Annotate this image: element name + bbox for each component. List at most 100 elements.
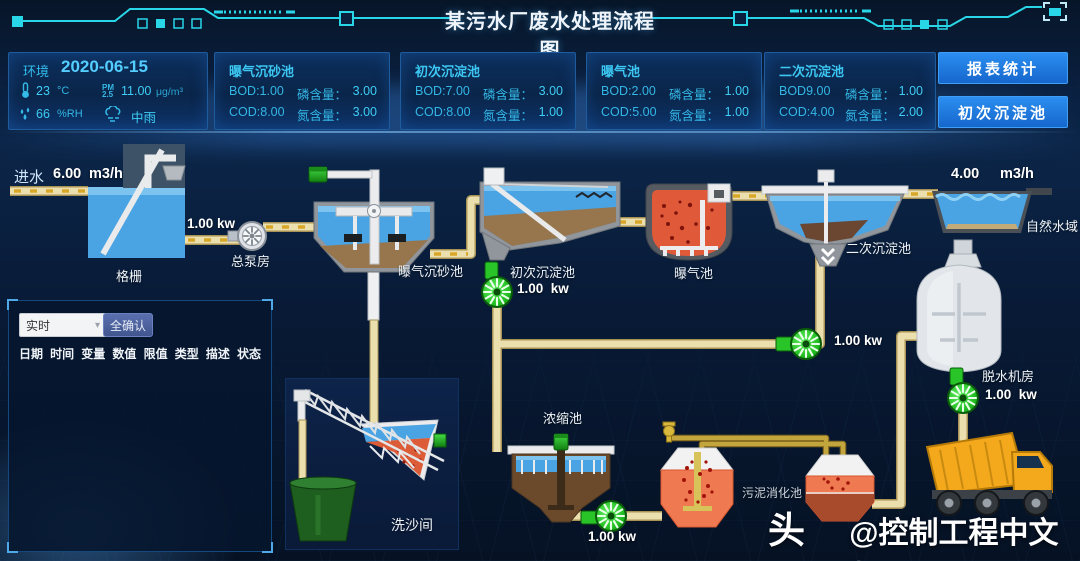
secondary-clarifier-label: 二次沉淀池 xyxy=(846,241,912,256)
phosphorus-label: 磷含量： xyxy=(297,88,348,102)
panel-primary-clarifier: 初次沉淀池 BOD:7.00 磷含量： 3.00 COD:8.00 氮含量： 1… xyxy=(400,52,576,130)
inlet-flow-value: 6.00 xyxy=(53,166,82,182)
corner-bracket xyxy=(262,542,273,553)
inlet-flow-unit: m3/h xyxy=(89,166,123,182)
bod-value: BOD:7.00 xyxy=(415,84,470,98)
corner-bracket xyxy=(262,299,273,310)
sand-wash-conveyor xyxy=(289,388,447,542)
temperature-unit: °C xyxy=(57,85,70,97)
pm25-unit: μg/m³ xyxy=(156,86,184,98)
grit-chamber-label: 曝气沉砂池 xyxy=(398,264,464,279)
conveyor-motor-icon xyxy=(433,433,447,448)
grit-motor-icon xyxy=(308,166,328,183)
alarm-filter-value: 实时 xyxy=(26,318,51,333)
cod-value: COD:5.00 xyxy=(601,105,657,119)
nitrogen-label: 氮含量： xyxy=(669,109,720,123)
bod-value: BOD:2.00 xyxy=(601,84,656,98)
col-limit: 限值 xyxy=(143,347,168,361)
inclined-screen xyxy=(100,148,165,256)
dump-truck xyxy=(925,431,1053,516)
cod-value: COD:4.00 xyxy=(779,105,835,119)
secondary-pump-power: 1.00 kw xyxy=(834,333,883,348)
natural-water-basin xyxy=(932,188,1052,233)
col-variable: 变量 xyxy=(81,347,106,361)
humidity-unit: %RH xyxy=(57,108,83,120)
alarm-table-panel: 实时 ▾ 全确认 日期 时间 变量 数值 限值 类型 描述 状态 xyxy=(7,299,273,553)
panel-grit-chamber: 曝气沉砂池 BOD:1.00 磷含量： 3.00 COD:8.00 氮含量： 3… xyxy=(214,52,390,130)
sand-wash-label: 洗沙间 xyxy=(391,519,433,534)
inlet-label: 进水 xyxy=(14,170,45,186)
watermark-handle: @控制工程中文版 xyxy=(849,517,1059,550)
humidity-value: 66 xyxy=(36,107,50,121)
viewfinder-icon xyxy=(1043,2,1067,21)
background-streak xyxy=(0,131,1080,133)
pump-house-label: 总泵房 xyxy=(231,254,271,269)
phosphorus-value: 1.00 xyxy=(898,84,923,98)
panel-aeration-tank: 曝气池 BOD:2.00 磷含量： 1.00 COD:5.00 氮含量： 1.0… xyxy=(586,52,762,130)
secondary-clarifier xyxy=(761,169,909,267)
panel-title: 初次沉淀池 xyxy=(415,64,481,79)
bod-value: BOD:1.00 xyxy=(229,84,284,98)
collection-bucket xyxy=(289,476,357,542)
primary-clarifier-button[interactable]: 初次沉淀池 xyxy=(938,96,1068,128)
primary-pump-power: 1.00 kw xyxy=(517,281,569,296)
col-type: 类型 xyxy=(174,347,199,361)
humidity-drops-icon xyxy=(20,107,30,120)
chevron-down-icon: ▾ xyxy=(94,319,100,331)
thickener-motor-icon xyxy=(553,433,569,451)
dewatering-pump-power: 1.00 kw xyxy=(985,387,1037,402)
nitrogen-label: 氮含量： xyxy=(297,109,348,123)
nitrogen-label: 氮含量： xyxy=(483,109,534,123)
primary-sludge-pump[interactable] xyxy=(480,261,514,309)
primary-clarifier xyxy=(479,167,621,261)
phosphorus-label: 磷含量： xyxy=(483,88,534,102)
thickener-pump[interactable] xyxy=(580,499,628,533)
col-value: 数值 xyxy=(112,347,137,361)
main-pump[interactable] xyxy=(227,221,267,251)
thermometer-icon xyxy=(22,82,29,98)
digester-1 xyxy=(659,421,735,528)
alarm-table-header: 日期 时间 变量 数值 限值 类型 描述 状态 xyxy=(9,345,271,362)
col-description: 描述 xyxy=(205,347,230,361)
digester-label: 污泥消化池 xyxy=(742,486,803,500)
grid-screen-unit xyxy=(88,144,186,258)
nitrogen-value: 3.00 xyxy=(352,105,377,119)
panel-title: 二次沉淀池 xyxy=(779,64,845,79)
phosphorus-value: 3.00 xyxy=(352,84,377,98)
environment-label: 环境 xyxy=(23,64,50,79)
pm25-value: 11.00 xyxy=(121,84,152,98)
phosphorus-value: 3.00 xyxy=(538,84,563,98)
confirm-all-button[interactable]: 全确认 xyxy=(103,313,153,337)
thickener-label: 浓缩池 xyxy=(543,411,583,426)
col-date: 日期 xyxy=(19,347,44,361)
outlet-flow-value: 4.00 xyxy=(951,166,980,182)
environment-date: 2020-06-15 xyxy=(61,57,148,76)
temperature-value: 23 xyxy=(36,84,50,98)
valve-icon xyxy=(662,421,676,443)
watermark: 头条 @控制工程中文版 xyxy=(768,500,1080,561)
nitrogen-value: 1.00 xyxy=(724,105,749,119)
weather-rain-icon xyxy=(105,106,121,122)
alarm-filter-select[interactable]: 实时 ▾ xyxy=(19,313,107,337)
thickener-pump-power: 1.00 kw xyxy=(588,529,637,544)
phosphorus-label: 磷含量： xyxy=(669,88,720,102)
bod-value: BOD9.00 xyxy=(779,84,831,98)
thickener xyxy=(507,433,615,523)
secondary-sludge-pump[interactable] xyxy=(775,327,823,361)
primary-clarifier-label: 初次沉淀池 xyxy=(510,265,576,280)
dewatering-label: 脱水机房 xyxy=(982,369,1035,384)
nitrogen-value: 1.00 xyxy=(538,105,563,119)
cod-value: COD:8.00 xyxy=(415,105,471,119)
dewatering-pump[interactable] xyxy=(946,367,980,415)
header-circuit-decoration xyxy=(12,2,1067,30)
corner-bracket xyxy=(7,299,18,310)
main-pump-power: 1.00 kw xyxy=(187,216,236,231)
corner-bracket xyxy=(7,542,18,553)
report-stats-button[interactable]: 报表统计 xyxy=(938,52,1068,84)
outlet-flow-unit: m3/h xyxy=(1000,166,1034,182)
weather-text: 中雨 xyxy=(131,111,157,125)
grid-label: 格栅 xyxy=(116,269,143,284)
watermark-brand: 头条 xyxy=(768,510,806,551)
